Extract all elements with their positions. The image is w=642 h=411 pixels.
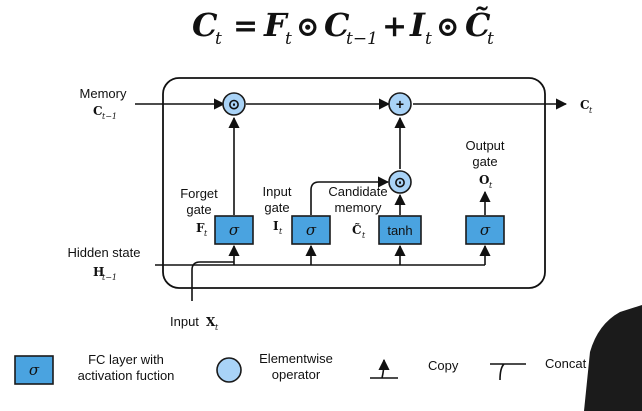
forget-multiply-op: ⊙ [222,92,246,116]
svg-text:Candidate: Candidate [328,184,387,199]
cell-equation: C t = F t ⊙ C t−1 + I t ⊙ C̃ t [192,6,494,49]
memory-input-label: Memory C t−1 [80,86,127,121]
sigma-icon: σ [229,221,240,239]
svg-text:activation fuction: activation fuction [78,368,175,383]
eq-odot: ⊙ [436,10,459,43]
svg-text:gate: gate [186,202,211,217]
svg-text:Hidden state: Hidden state [68,245,141,260]
legend-concat: Concat [490,356,587,381]
tanh-label: tanh [387,223,412,238]
input-multiply-op: ⊙ [388,170,412,194]
svg-text:operator: operator [272,367,321,382]
input-x-label: Input X t [170,314,219,332]
svg-text:FC layer with: FC layer with [88,352,164,367]
eq-c: C [192,6,218,44]
svg-text:Copy: Copy [428,358,459,373]
svg-text:t: t [362,231,366,240]
svg-text:I: I [273,219,279,233]
svg-text:C: C [580,98,590,112]
copy-icon [370,360,398,379]
eq-equals: = [233,9,258,44]
eq-sub: t−1 [346,29,378,49]
memory-add-op: + [388,92,412,116]
eq-sub: t [285,29,292,49]
svg-text:C: C [93,104,103,118]
svg-text:H: H [93,265,104,279]
eq-sub: t [425,29,432,49]
svg-text:C̃: C̃ [352,222,362,237]
cell-boundary [162,77,546,289]
legend-elementwise: Elementwise operator [216,351,333,383]
svg-text:t: t [215,323,219,332]
legend-circle-icon [216,357,242,383]
svg-text:gate: gate [264,200,289,215]
cell-output-label: C t [580,98,593,115]
svg-text:memory: memory [335,200,382,215]
eq-f: F [263,6,289,44]
concat-icon [490,363,526,381]
eq-sub: t [215,29,222,49]
svg-text:t−1: t−1 [102,273,117,282]
svg-text:Elementwise: Elementwise [259,351,333,366]
eq-plus: + [382,9,407,44]
svg-text:X: X [206,315,216,329]
eq-c-tilde: C̃ [465,6,491,44]
hidden-state-label: Hidden state H t−1 [68,245,141,282]
eq-odot: ⊙ [296,10,319,43]
presenter-silhouette [584,305,642,411]
odot-icon: ⊙ [228,96,240,112]
svg-text:t: t [204,229,208,238]
legend-fc-box [14,355,54,385]
input-gate-label: Input gate I t [263,184,292,236]
odot-icon: ⊙ [394,174,406,190]
candidate-box: tanh [378,215,422,245]
svg-text:O: O [479,173,489,187]
forget-gate-label: Forget gate F t [180,186,218,238]
svg-text:t: t [589,106,593,115]
svg-text:Output: Output [465,138,504,153]
legend-copy: Copy [370,358,459,379]
svg-text:Memory: Memory [80,86,127,101]
svg-text:t: t [279,227,283,236]
input-out-wire [310,176,390,215]
eq-sub: t [487,29,494,49]
plus-icon: + [396,96,404,112]
svg-text:t: t [489,181,493,190]
output-gate-label: Output gate O t [465,138,504,190]
legend-fc-layer: σ FC layer with activation fuction [14,352,175,385]
eq-c-prev: C [324,6,350,44]
svg-text:gate: gate [472,154,497,169]
legend: σ FC layer with activation fuction Eleme… [14,351,587,385]
forget-gate-box: σ [214,215,254,245]
eq-i: I [409,6,426,44]
candidate-label: Candidate memory C̃ t [328,184,387,240]
svg-text:Input: Input [170,314,199,329]
svg-text:t−1: t−1 [102,112,117,121]
svg-text:Forget: Forget [180,186,218,201]
output-gate-box: σ [465,215,505,245]
input-gate-box: σ [291,215,331,245]
svg-text:Input: Input [263,184,292,199]
input-bus-wire [191,261,234,301]
svg-text:Concat: Concat [545,356,587,371]
svg-text:F: F [196,221,205,235]
sigma-icon: σ [306,221,317,239]
sigma-icon: σ [29,361,40,379]
sigma-icon: σ [480,221,491,239]
